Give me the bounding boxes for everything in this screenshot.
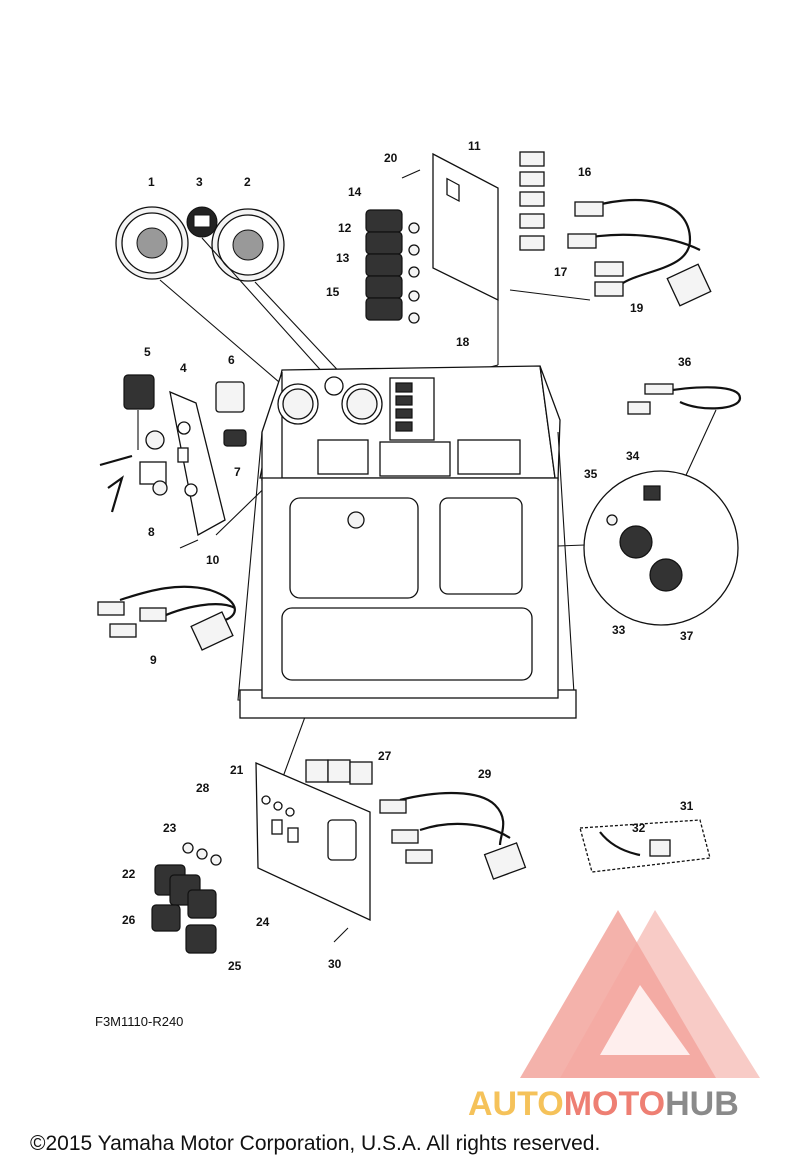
callout-1: 1 [148,175,155,189]
rocker-switches-lower [151,864,217,954]
callout-21: 21 [230,763,244,777]
speedometer-gauge [115,206,189,280]
accessory-socket-inset [583,470,739,626]
lower-bulbs-28 [182,842,222,866]
key-switch-6 [215,381,245,413]
callout-15: 15 [326,285,340,299]
indicator-bulbs [408,222,420,324]
callout-36: 36 [678,355,692,369]
callout-13: 13 [336,251,350,265]
wire-harness-9 [97,585,236,651]
grommet-8 [139,461,168,496]
callout-29: 29 [478,767,492,781]
callout-32: 32 [632,821,646,835]
callout-31: 31 [680,799,694,813]
rocker-switches-left [365,209,403,321]
key-set [99,430,165,513]
callout-14: 14 [348,185,362,199]
callout-33: 33 [612,623,626,637]
callout-28: 28 [196,781,210,795]
callout-20: 20 [384,151,398,165]
callout-7: 7 [234,465,241,479]
callout-4: 4 [180,361,187,375]
callout-24: 24 [256,915,270,929]
callout-30: 30 [328,957,342,971]
dash-panel [237,365,577,719]
watermark-brand-text: AUTOMOTOHUB [468,1085,739,1123]
wire-harness-29 [379,791,527,880]
screws [179,169,421,943]
wire-harness-19 [567,198,712,307]
sub-panel-plate [255,762,371,922]
svg-text:AUTOMOTOHUB: AUTOMOTOHUB [468,1085,739,1123]
callout-8: 8 [148,525,155,539]
switch-5 [123,374,155,410]
callout-22: 22 [122,867,136,881]
callout-2: 2 [244,175,251,189]
callout-35: 35 [584,467,598,481]
callout-17: 17 [554,265,568,279]
switch-connectors-right [519,151,545,251]
callout-18: 18 [456,335,470,349]
callout-9: 9 [150,653,157,667]
callout-6: 6 [228,353,235,367]
callout-37: 37 [680,629,694,643]
callout-27: 27 [378,749,392,763]
wire-harness-36 [627,383,742,415]
watermark-logo [520,910,760,1078]
reference-code: F3M1110-R240 [95,1014,183,1029]
hour-meter [186,206,218,238]
toggle-7 [223,429,247,447]
callout-34: 34 [626,449,640,463]
callout-12: 12 [338,221,352,235]
callout-16: 16 [578,165,592,179]
switch-panel-plate [432,152,499,302]
callout-11: 11 [468,139,481,153]
kit-box-31 [579,819,711,873]
tachometer-gauge [211,208,285,282]
relay-switches-27 [305,759,373,785]
callout-3: 3 [196,175,203,189]
callout-23: 23 [163,821,177,835]
callout-26: 26 [122,913,136,927]
callout-labels: 1 2 3 4 5 6 7 8 9 10 11 12 13 14 15 16 1… [122,139,694,973]
callout-19: 19 [630,301,644,315]
callout-10: 10 [206,553,220,567]
key-switch-plate [169,390,226,537]
copyright-notice: ©2015 Yamaha Motor Corporation, U.S.A. A… [30,1132,600,1155]
callout-25: 25 [228,959,242,973]
callout-5: 5 [144,345,151,359]
